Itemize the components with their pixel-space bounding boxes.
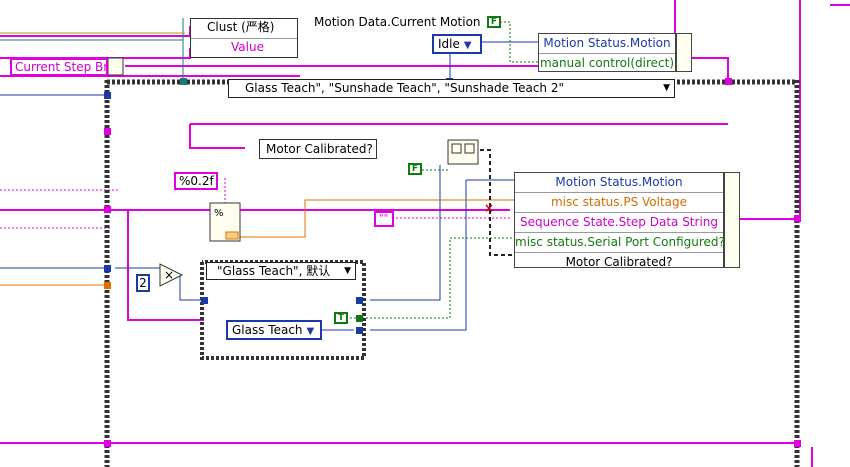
glass-teach-enum-value: Glass Teach (232, 323, 303, 337)
motion-bundle-handle (676, 33, 692, 72)
bundle-row-motor-calibrated: Motor Calibrated? (565, 255, 673, 269)
value-label: Value (231, 40, 264, 54)
multiply-constant[interactable]: 2 (136, 274, 150, 292)
svg-text:%: % (214, 208, 224, 219)
inner-case-selector[interactable]: "Glass Teach", 默认 ▼ (206, 262, 356, 280)
motor-calibrated-node[interactable]: Motor Calibrated? (259, 139, 377, 159)
outer-case-selector[interactable]: Glass Teach", "Sunshade Teach", "Sunshad… (228, 79, 675, 98)
svg-text:×: × (164, 268, 174, 282)
svg-text:×: × (484, 201, 494, 215)
cluster-unbundle-node[interactable]: Clust (严格) Value (190, 18, 298, 58)
bundle-row-step-data-string: Sequence State.Step Data String (515, 213, 723, 233)
chevron-down-icon: ▼ (663, 83, 670, 93)
cluster-strict-label: Clust (严格) (191, 19, 297, 39)
motor-calibrated-label: Motor Calibrated? (266, 142, 373, 156)
outer-case-selector-value: Glass Teach", "Sunshade Teach", "Sunshad… (245, 81, 565, 95)
chevron-down-icon: ▼ (344, 266, 351, 276)
bundle-row-manual-control: manual control(direct) (539, 56, 675, 70)
chevron-down-icon: ▼ (463, 40, 472, 51)
status-bundle-handle (724, 172, 740, 268)
glass-teach-enum-constant[interactable]: Glass Teach▼ (226, 320, 322, 340)
bundle-row-motion: Motion Status.Motion (539, 34, 675, 54)
idle-enum-constant[interactable]: Idle▼ (432, 34, 482, 54)
empty-string-constant[interactable]: "" (374, 211, 394, 227)
current-step-string[interactable]: Current Step Br (10, 58, 108, 76)
bundle-row-serial-port-configured: misc status.Serial Port Configured? (515, 233, 725, 253)
bool-false-mid[interactable]: F (408, 163, 422, 175)
motion-data-current-motion-label: Motion Data.Current Motion (314, 15, 481, 29)
bundle-row-motion-status: Motion Status.Motion (515, 173, 723, 193)
bool-true-constant[interactable]: T (334, 312, 348, 324)
motion-bundle-node[interactable]: Motion Status.Motion manual control(dire… (538, 33, 676, 72)
inner-case-selector-value: "Glass Teach", 默认 (217, 264, 331, 278)
format-string-constant[interactable]: %0.2f (174, 172, 218, 190)
status-bundle-node[interactable]: Motion Status.Motion misc status.PS Volt… (514, 172, 725, 269)
chevron-down-icon: ▼ (306, 326, 315, 337)
idle-enum-value: Idle (438, 37, 460, 51)
bundle-row-ps-voltage: misc status.PS Voltage (515, 193, 723, 213)
bool-false-top[interactable]: F (487, 16, 501, 28)
